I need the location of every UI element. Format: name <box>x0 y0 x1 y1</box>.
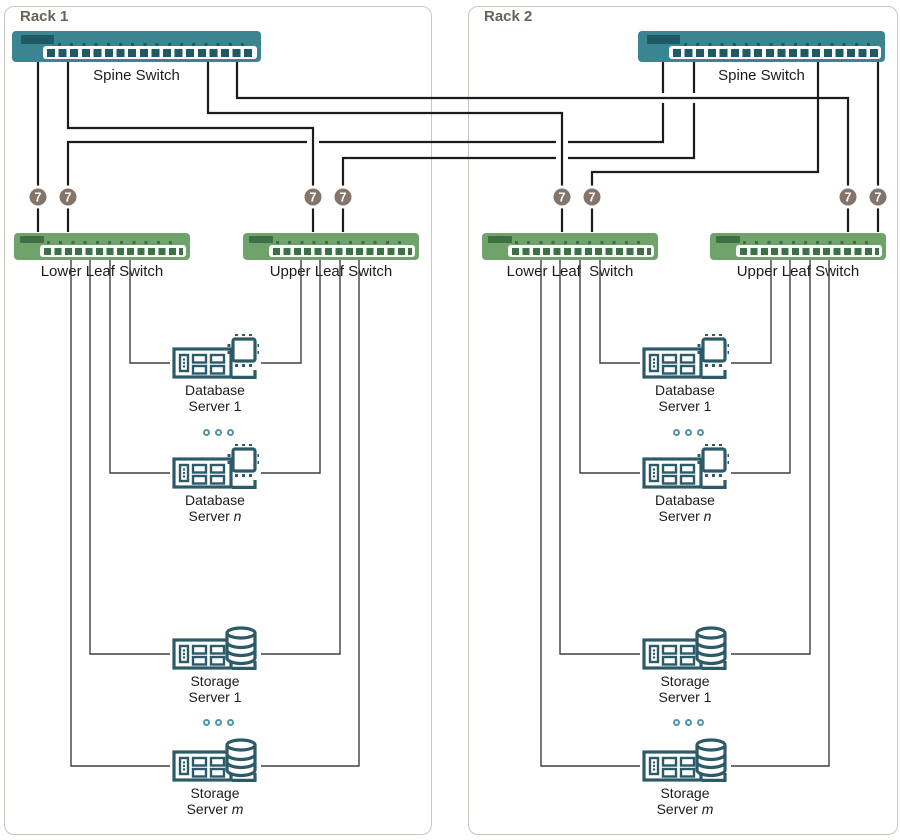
rack1-upper-leaf-label: Upper Leaf Switch <box>269 263 393 280</box>
rack1-upper-leaf-switch <box>243 233 419 260</box>
storage-server-icon <box>641 737 729 785</box>
server-label: Database Server 1 <box>185 382 245 414</box>
switch-ports <box>673 48 878 57</box>
rack1-panel <box>4 6 432 835</box>
server-label: Storage Server m <box>656 785 714 817</box>
rack1-spine-label: Spine Switch <box>93 67 180 84</box>
switch-led-dots <box>58 43 249 46</box>
switch-led-dots <box>515 241 649 244</box>
rack2-spine-switch <box>638 31 885 62</box>
ellipsis-dots <box>673 429 704 436</box>
switch-chip <box>716 236 740 243</box>
switch-led-dots <box>47 241 181 244</box>
server-label: Database Server n <box>655 492 715 524</box>
switch-port-band <box>269 245 415 257</box>
switch-chip <box>249 236 273 243</box>
database-server-icon <box>171 444 259 492</box>
switch-port-band <box>736 245 882 257</box>
rack1-label: Rack 1 <box>20 8 69 25</box>
rack2-spine-label: Spine Switch <box>718 67 805 84</box>
database-server-icon <box>641 444 729 492</box>
rack1-lower-leaf-switch <box>14 233 190 260</box>
switch-chip <box>20 236 44 243</box>
rack2-lower-leaf-label: Lower Leaf Switch <box>506 263 634 280</box>
switch-ports <box>273 247 412 255</box>
rack2-lower-leaf-switch <box>482 233 658 260</box>
rack2-panel <box>468 6 898 835</box>
switch-led-dots <box>276 241 410 244</box>
database-server-icon <box>171 334 259 382</box>
switch-ports <box>44 247 183 255</box>
switch-chip <box>647 35 680 44</box>
database-server-icon <box>641 334 729 382</box>
rack2-upper-leaf-switch <box>710 233 886 260</box>
storage-server-icon <box>641 625 729 673</box>
switch-port-band <box>508 245 654 257</box>
switch-led-dots <box>743 241 877 244</box>
ellipsis-dots <box>203 429 234 436</box>
server-label: Storage Server 1 <box>188 673 242 705</box>
switch-ports <box>47 48 254 57</box>
storage-server-icon <box>171 625 259 673</box>
rack2-upper-leaf-label: Upper Leaf Switch <box>736 263 860 280</box>
ellipsis-dots <box>203 719 234 726</box>
rack1-lower-leaf-label: Lower Leaf Switch <box>40 263 164 280</box>
switch-port-band <box>40 245 186 257</box>
switch-led-dots <box>684 43 873 46</box>
ellipsis-dots <box>673 719 704 726</box>
server-label: Storage Server 1 <box>658 673 712 705</box>
switch-ports <box>512 247 651 255</box>
switch-port-band <box>43 46 257 59</box>
server-label: Database Server n <box>185 492 245 524</box>
switch-chip <box>21 35 54 44</box>
storage-server-icon <box>171 737 259 785</box>
switch-ports <box>740 247 879 255</box>
switch-chip <box>488 236 512 243</box>
rack2-label: Rack 2 <box>484 8 533 25</box>
rack1-spine-switch <box>12 31 261 62</box>
server-label: Database Server 1 <box>655 382 715 414</box>
server-label: Storage Server m <box>186 785 244 817</box>
switch-port-band <box>669 46 881 59</box>
